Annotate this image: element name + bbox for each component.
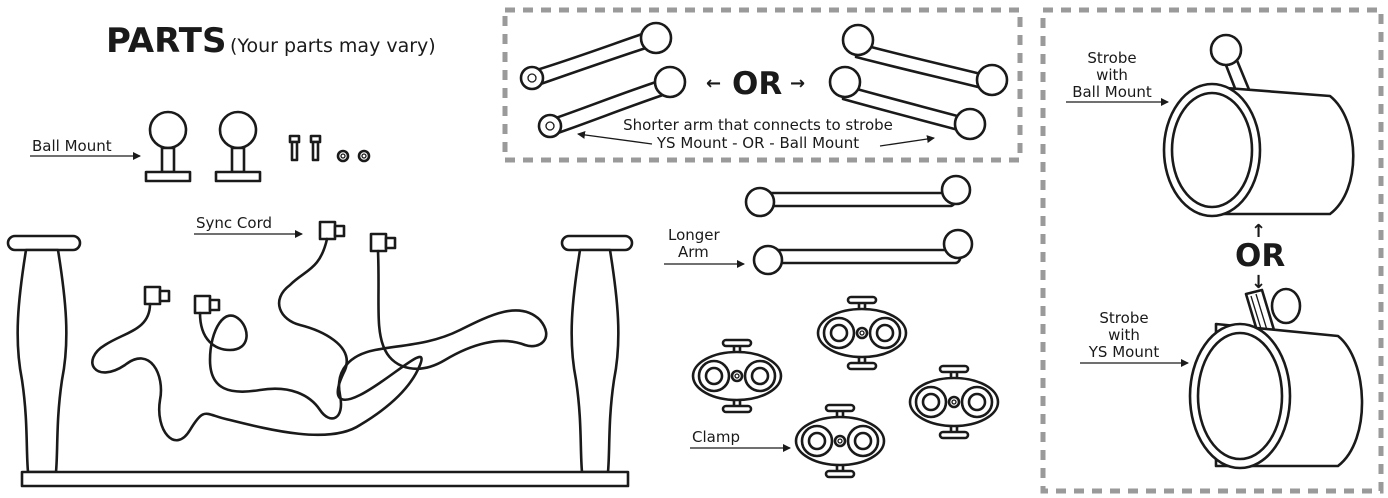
page-title: PARTS [106,21,226,61]
longer-arm-label-line2: Arm [678,243,709,261]
strobe-ys-label-line2: with [1108,326,1140,344]
shorter-arm-pointer-right [879,135,935,147]
longer-arm-label: Longer [668,226,721,244]
clamp-icon [908,364,1000,440]
strobe-ball-label: Strobe [1087,49,1136,67]
sync-cord-icon [91,220,548,442]
down-arrow: ↓ [1251,272,1266,293]
shorter-arm-label: Shorter arm that connects to strobe [623,116,893,134]
strobe-ys-label: Strobe [1099,309,1148,327]
tray-icon [6,234,634,488]
clamp-icon [816,295,908,371]
arm-icon [519,21,673,91]
screw-icon [309,134,322,162]
shorter-arm-box [502,7,1023,163]
sync-cord-label: Sync Cord [196,214,272,232]
strobe-ys-label-line3: YS Mount [1088,343,1160,361]
strobe-icon [1162,33,1355,218]
handle-icon [570,248,620,474]
handle-icon [16,248,68,474]
or-arms-label: OR [732,66,782,102]
or-strobe-label: OR [1235,238,1285,274]
arm-icon [744,174,972,218]
arm-icon [752,228,974,276]
ball-mount-label: Ball Mount [32,137,112,155]
strobe-box [1040,7,1384,494]
ball-mount-icon [214,110,262,183]
clamp-label: Clamp [692,428,740,446]
clamp-icon [691,338,783,414]
shorter-arm-sublabel: YS Mount - OR - Ball Mount [656,134,859,152]
strobe-ball-label-line2: with [1096,66,1128,84]
arm-icon [841,23,1009,97]
shorter-arm-pointer-left [577,130,653,145]
right-arrow: → [790,73,805,94]
screw-icon [288,134,301,162]
left-arrow: ← [706,73,721,94]
strobe-icon [1188,287,1364,470]
washer-icon [357,149,371,163]
page-subtitle: (Your parts may vary) [230,35,436,57]
ball-mount-icon [144,110,192,183]
clamp-icon [794,403,886,479]
strobe-ball-label-line3: Ball Mount [1072,83,1152,101]
washer-icon [336,149,350,163]
arm-icon [537,65,687,139]
up-arrow: ↑ [1251,221,1266,242]
arm-icon [828,65,987,141]
